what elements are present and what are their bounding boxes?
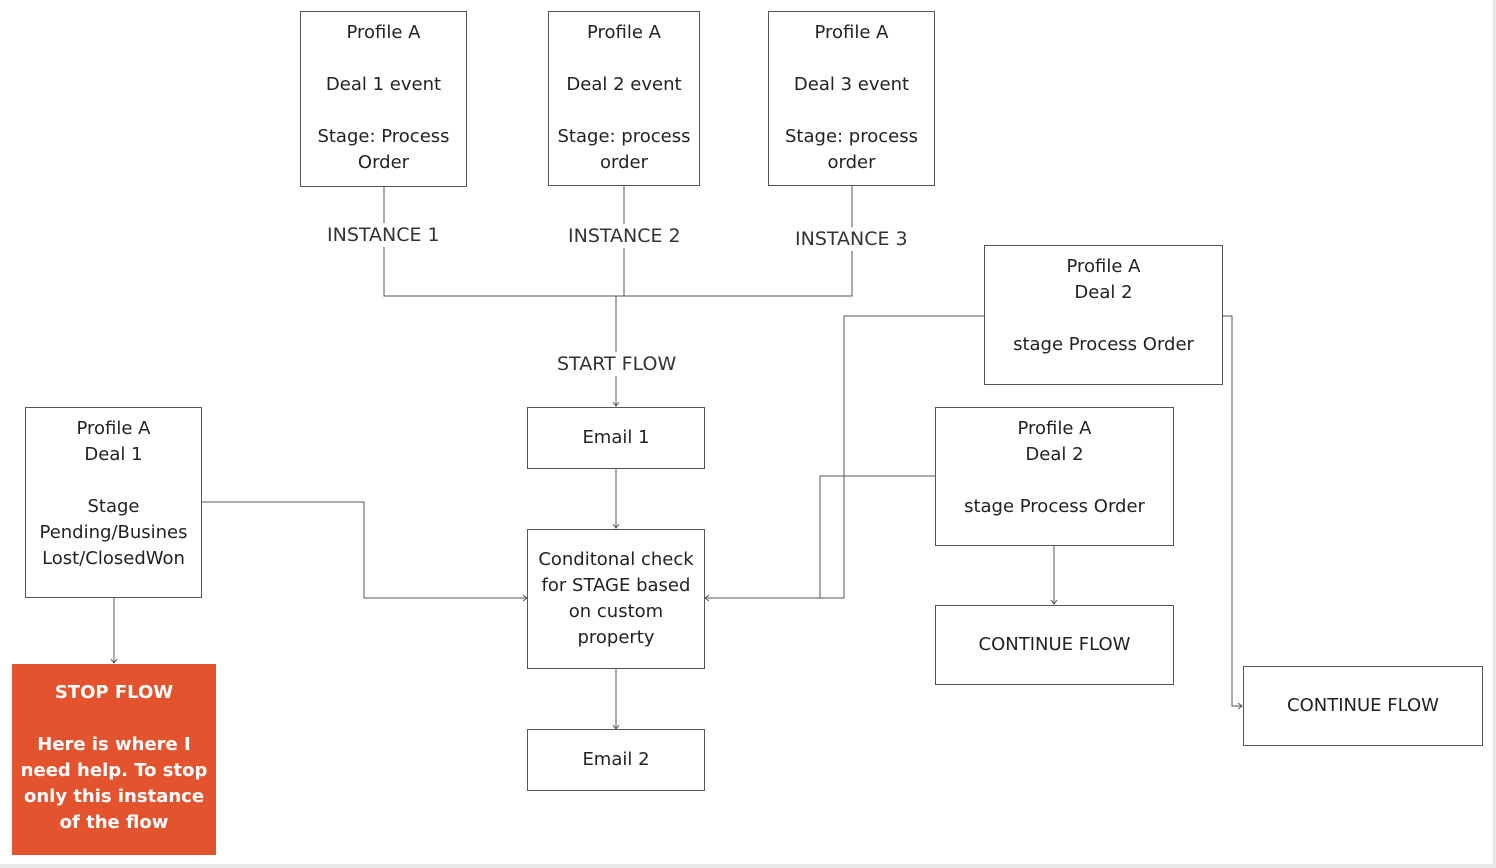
edge-instance1 <box>383 186 616 297</box>
canvas-edge-bottom <box>0 864 1496 868</box>
edge-label-instance2: INSTANCE 2 <box>566 224 683 248</box>
edge-deal2-upper-to-continue-right <box>1222 315 1242 706</box>
edge-instance3 <box>616 185 853 297</box>
profile-deal2-upper-node[interactable]: Profile A Deal 2 stage Process Order <box>984 245 1223 385</box>
email2-node[interactable]: Email 2 <box>527 729 705 791</box>
edge-deal2-lower-to-check <box>819 475 935 598</box>
profile-deal2-event-node[interactable]: Profile A Deal 2 event Stage: process or… <box>548 11 700 186</box>
profile-deal1-stage-node[interactable]: Profile A Deal 1 Stage Pending/Busines L… <box>25 407 202 598</box>
email1-node[interactable]: Email 1 <box>527 407 705 469</box>
edge-deal2-upper-to-check <box>705 315 984 598</box>
profile-deal2-lower-node[interactable]: Profile A Deal 2 stage Process Order <box>935 407 1174 546</box>
edge-label-instance3: INSTANCE 3 <box>793 227 910 251</box>
conditional-check-node[interactable]: Conditonal check for STAGE based on cust… <box>527 529 705 669</box>
continue-flow-right-node[interactable]: CONTINUE FLOW <box>1243 666 1483 746</box>
edge-label-start-flow: START FLOW <box>555 352 679 376</box>
profile-deal3-event-node[interactable]: Profile A Deal 3 event Stage: process or… <box>768 11 935 186</box>
edge-deal1-stage-to-check <box>202 501 527 598</box>
profile-deal1-event-node[interactable]: Profile A Deal 1 event Stage: Process Or… <box>300 11 467 187</box>
stop-flow-node[interactable]: STOP FLOW Here is where I need help. To … <box>12 664 216 855</box>
edge-label-instance1: INSTANCE 1 <box>325 223 442 247</box>
continue-flow-middle-node[interactable]: CONTINUE FLOW <box>935 605 1174 685</box>
canvas-edge-right <box>1493 0 1496 868</box>
